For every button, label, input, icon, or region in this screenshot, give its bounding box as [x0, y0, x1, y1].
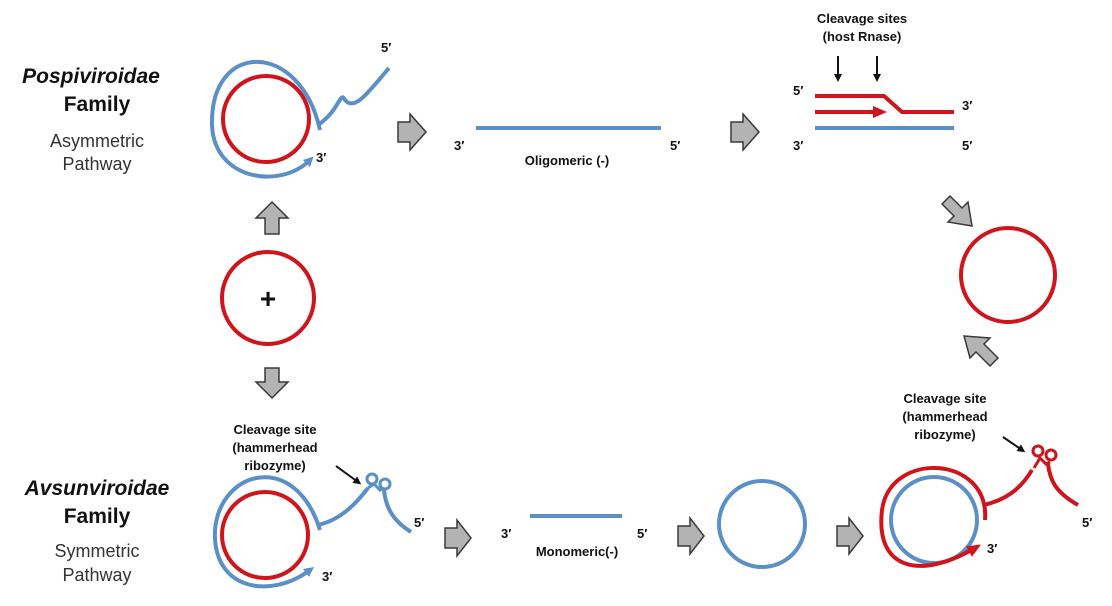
plus-strand-rolling-right [879, 466, 988, 568]
arrow-diagonal-up-icon [962, 335, 1000, 368]
duplex-bottom-5prime: 5′ [962, 138, 972, 153]
block-arrows [254, 112, 1000, 559]
minus-strand-rolling-bottom [212, 475, 322, 589]
plus-strand-end-right [1046, 463, 1079, 507]
hairpin-loop-right-1 [1031, 444, 1045, 458]
monomer-3prime: 3′ [501, 526, 511, 541]
ribozyme-right-label: ribozyme) [914, 427, 975, 442]
avsunviroidae-family-word: Family [64, 505, 131, 528]
duplex-bottom-3prime: 3′ [793, 138, 803, 153]
cleavage-site-left-title: Cleavage site [233, 422, 316, 437]
arrow-down-icon [254, 367, 290, 400]
minus-strand-rolling-top [209, 59, 322, 179]
minus-circle-template [889, 475, 979, 565]
plus-circle-center [220, 250, 316, 346]
arrow-right-icon-5 [836, 515, 864, 557]
hairpin-loop-right-2 [1044, 448, 1058, 462]
top-rolling-circle: 5′ 3′ [209, 40, 391, 179]
avsunviroidae-label-group: Avsunviroidae Family Symmetric Pathway [24, 477, 170, 585]
avsunviroidae-family-name: Avsunviroidae [24, 477, 170, 500]
arrow-right-icon-1 [397, 112, 428, 152]
bottom-right-rolling-circle: Cleavage site (hammerhead ribozyme) 5′ 3… [879, 391, 1092, 568]
oligomer-5prime: 5′ [670, 138, 680, 153]
right-3prime: 3′ [987, 541, 997, 556]
arrow-right-icon-2 [730, 112, 761, 152]
top-rolling-3prime: 3′ [316, 150, 326, 165]
hairpin-stem-right [1032, 455, 1051, 469]
minus-circle [717, 479, 807, 569]
oligomer-3prime: 3′ [454, 138, 464, 153]
cleavage-site-right-title: Cleavage site [903, 391, 986, 406]
hairpin-stem-left [367, 482, 385, 492]
pospiviroidae-family-name: Pospiviroidae [22, 65, 160, 88]
plus-circle-bottom [220, 490, 310, 580]
plus-strand-upper [815, 94, 954, 114]
pathway-label: Pathway [62, 154, 131, 174]
bottom-rolling-5prime: 5′ [414, 515, 424, 530]
plus-circle-right [959, 226, 1057, 324]
right-5prime: 5′ [1082, 515, 1092, 530]
hammerhead-right-label: (hammerhead [902, 409, 987, 424]
monomeric-label: Monomeric(-) [536, 544, 618, 559]
bottom-rolling-circle: Cleavage site (hammerhead ribozyme) 5′ 3… [212, 422, 424, 589]
minus-strand-tail-top [316, 66, 391, 127]
hammerhead-left-label: (hammerhead [232, 440, 317, 455]
monomer-5prime: 5′ [637, 526, 647, 541]
host-rnase-label: (host Rnase) [823, 29, 902, 44]
arrow-right-icon-4 [677, 515, 705, 557]
arrow-up-icon [254, 200, 290, 235]
duplex-top-3prime: 3′ [962, 98, 972, 113]
oligomeric-label: Oligomeric (-) [525, 153, 610, 168]
plus-circle-top [221, 74, 311, 164]
top-rolling-5prime: 5′ [381, 40, 391, 55]
plus-strand-tail-right [983, 468, 1034, 507]
pospiviroidae-label-group: Pospiviroidae Family Asymmetric Pathway [22, 65, 160, 174]
cleavage-sites-title: Cleavage sites [817, 11, 907, 26]
bottom-rolling-3prime: 3′ [322, 569, 332, 584]
pospiviroidae-family-word: Family [64, 93, 131, 116]
center-plus-circle: + [220, 250, 316, 346]
minus-strand-tail-bottom [317, 486, 370, 527]
cleavage-pointer-right-icon [1002, 436, 1026, 453]
symmetric-label: Symmetric [55, 541, 140, 561]
ribozyme-left-label: ribozyme) [244, 458, 305, 473]
arrow-diagonal-down-icon [940, 194, 973, 227]
pathway-label-bottom: Pathway [62, 565, 131, 585]
arrow-right-icon-3 [444, 517, 472, 559]
asymmetric-label: Asymmetric [50, 131, 144, 151]
monomeric-strand-group: 3′ 5′ Monomeric(-) [501, 514, 647, 559]
oligomeric-strand-group: 3′ 5′ Oligomeric (-) [454, 126, 680, 168]
hairpin-loop-1 [365, 472, 379, 486]
hairpin-loop-2 [378, 477, 392, 491]
plus-symbol: + [260, 283, 276, 314]
minus-strand-end-bottom [382, 489, 413, 534]
cleavage-pointer-left-icon [335, 465, 362, 485]
duplex-top-5prime: 5′ [793, 83, 803, 98]
duplex-cleavage-group: Cleavage sites (host Rnase) 5′ 3′ 3′ 5′ [793, 11, 972, 153]
